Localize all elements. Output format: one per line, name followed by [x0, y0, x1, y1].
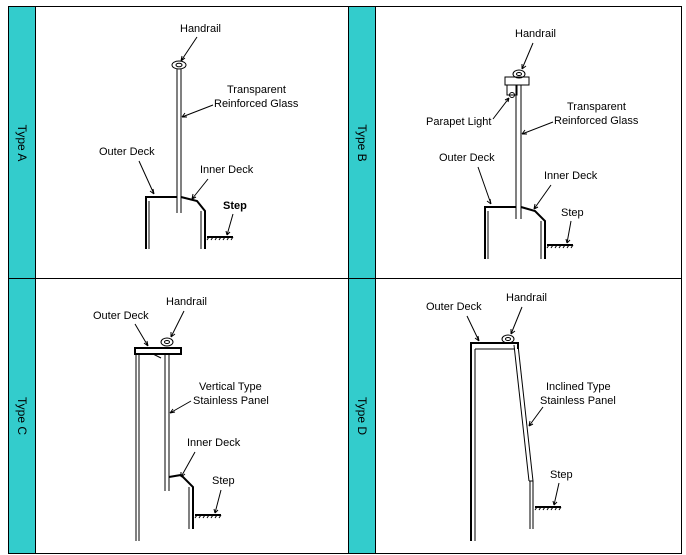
handrail-icon — [171, 60, 187, 70]
type-b-strip: Type B — [349, 7, 376, 278]
handrail-icon — [160, 337, 174, 347]
handrail-icon — [501, 334, 515, 344]
label-handrail: Handrail — [180, 23, 221, 35]
panel-type-b: Type B — [348, 6, 682, 279]
label-outer-deck: Outer Deck — [99, 146, 155, 158]
outer-deck-shape — [145, 196, 177, 249]
inclined-panel — [513, 344, 530, 482]
label-glass-1: Transparent — [227, 84, 286, 96]
type-b-drawing: Handrail Parapet Light Transparent Reinf… — [426, 28, 639, 259]
label-inner-deck: Inner Deck — [200, 164, 254, 176]
panel-type-c: Type C — [8, 278, 349, 554]
label-glass-2: Reinforced Glass — [554, 115, 639, 127]
outer-deck-shape — [134, 347, 182, 355]
type-d-strip: Type D — [349, 279, 376, 553]
inner-deck-shape — [180, 196, 206, 249]
label-glass-2: Reinforced Glass — [214, 98, 299, 110]
inner-deck-shape — [168, 473, 194, 529]
label-handrail: Handrail — [166, 296, 207, 308]
label-step: Step — [223, 200, 247, 212]
label-inner-deck: Inner Deck — [187, 437, 241, 449]
label-step: Step — [550, 469, 573, 481]
type-d-drawing: Outer Deck Handrail Inclined Type Stainl… — [426, 292, 616, 541]
inner-deck-shape — [520, 206, 546, 259]
type-c-strip: Type C — [9, 279, 36, 553]
label-outer-deck: Outer Deck — [439, 152, 495, 164]
label-inner-deck: Inner Deck — [544, 170, 598, 182]
label-step: Step — [561, 207, 584, 219]
type-a-drawing: Handrail Transparent Reinforced Glass Ou… — [99, 23, 299, 249]
label-panel-2: Stainless Panel — [193, 395, 269, 407]
type-c-drawing: Outer Deck Handrail Vertical Type Stainl… — [93, 296, 269, 541]
parapet-light-icon — [509, 92, 515, 98]
label-handrail: Handrail — [515, 28, 556, 40]
label-outer-deck: Outer Deck — [426, 301, 482, 313]
handrail-icon — [512, 69, 526, 79]
parapet-light-housing — [506, 84, 518, 96]
panel-type-d: Type D — [348, 278, 682, 554]
panel-type-a: Type A — [8, 6, 349, 279]
label-panel-2: Stainless Panel — [540, 395, 616, 407]
label-panel-1: Vertical Type — [199, 381, 262, 393]
label-panel-1: Inclined Type — [546, 381, 611, 393]
label-outer-deck: Outer Deck — [93, 310, 149, 322]
label-step: Step — [212, 475, 235, 487]
outer-deck-shape — [484, 206, 516, 259]
label-handrail: Handrail — [506, 292, 547, 304]
label-parapet-light: Parapet Light — [426, 116, 491, 128]
type-a-strip: Type A — [9, 7, 36, 278]
label-glass-1: Transparent — [567, 101, 626, 113]
outer-deck-shape — [470, 342, 519, 541]
